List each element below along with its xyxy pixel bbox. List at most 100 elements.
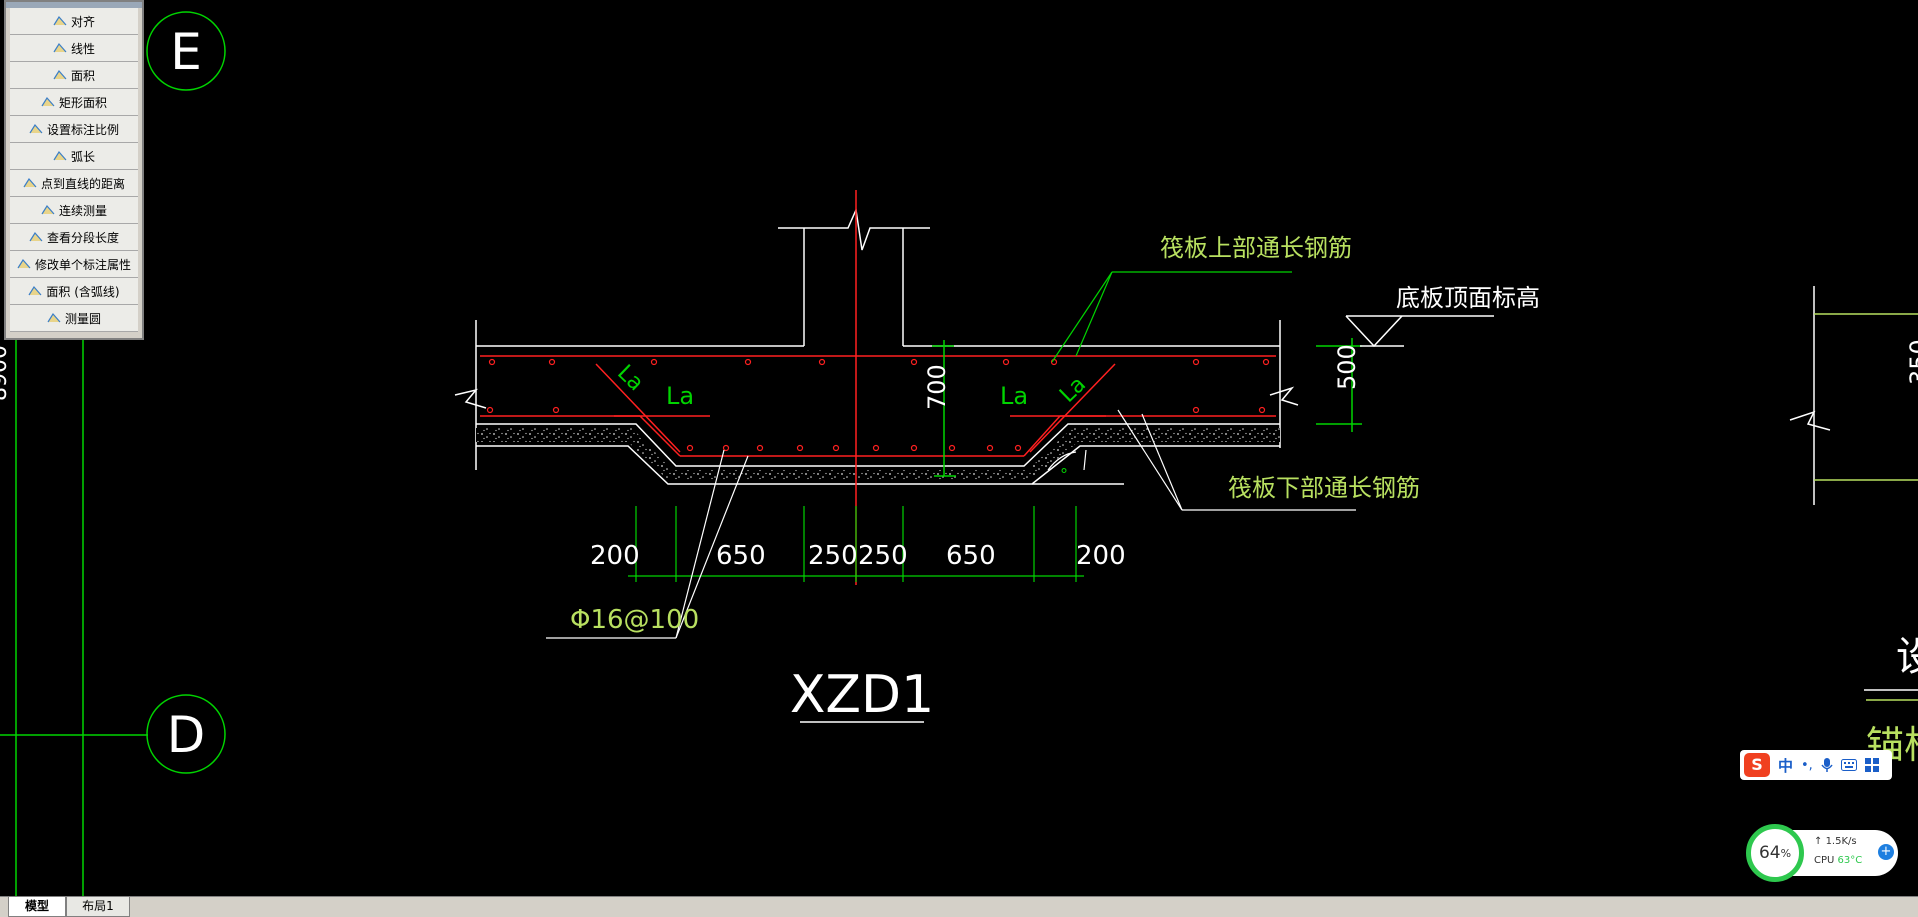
toolbar-item-2[interactable]: 线性 xyxy=(10,35,138,62)
memory-usage-ring[interactable]: 64% xyxy=(1746,824,1804,882)
performance-widget[interactable]: 64% ↑ 1.5K/s CPU 63°C + xyxy=(1746,824,1898,882)
scale-icon xyxy=(29,123,43,135)
rebar-note: Φ16@100 xyxy=(570,605,699,635)
left-dimension-text: 8900 xyxy=(0,345,12,401)
top-rebar-leader xyxy=(1051,271,1292,363)
cpu-temperature: 63°C xyxy=(1837,855,1863,866)
grid-bubble-d xyxy=(146,694,226,774)
network-speed: ↑ 1.5K/s xyxy=(1814,836,1857,847)
ime-language-toggle[interactable]: 中 xyxy=(1778,756,1794,775)
arc-length-icon xyxy=(53,150,67,162)
cpu-status: CPU 63°C xyxy=(1814,855,1862,866)
toolbar-item-6[interactable]: 弧长 xyxy=(10,143,138,170)
align-icon xyxy=(53,15,67,27)
toolbar-item-label: 连续测量 xyxy=(58,203,107,218)
elevation-symbol xyxy=(1345,315,1494,348)
dim-500 xyxy=(1316,338,1362,432)
slope-symbol xyxy=(1047,449,1087,471)
bottom-rebar-leader xyxy=(1117,409,1356,511)
dim-350-text: 350 xyxy=(1905,339,1918,385)
toolbar-item-label: 对齐 xyxy=(70,14,95,29)
top-rebar-label: 筏板上部通长钢筋 xyxy=(1160,234,1352,262)
tab-model[interactable]: 模型 xyxy=(8,897,66,917)
elevation-label: 底板顶面标高 xyxy=(1396,284,1540,312)
toolbar-item-label: 查看分段长度 xyxy=(46,230,119,245)
ime-toolbar: S 中 •, xyxy=(1740,750,1892,780)
right-detail xyxy=(1789,286,1918,701)
toolbar-item-7[interactable]: 点到直线的距离 xyxy=(10,170,138,197)
cad-drawing-canvas[interactable]: E D 8900 xyxy=(0,0,1918,896)
anchor-label-la-2: La xyxy=(666,382,694,410)
column-outline xyxy=(475,207,1281,470)
dim-text-1: 200 xyxy=(590,541,640,571)
tab-layout1[interactable]: 布局1 xyxy=(66,897,130,917)
dim-text-6: 200 xyxy=(1076,541,1126,571)
edit-annotation-icon xyxy=(17,258,31,270)
concrete-hatch xyxy=(476,428,1280,480)
ime-logo-icon[interactable]: S xyxy=(1744,753,1770,777)
toolbar-item-label: 修改单个标注属性 xyxy=(34,257,131,272)
section-title: XZD1 xyxy=(790,665,934,725)
segment-length-icon xyxy=(29,231,43,243)
toolbar-item-label: 测量圆 xyxy=(64,311,101,326)
toolbar-item-label: 面积 (含弧线) xyxy=(46,284,120,299)
rect-area-icon xyxy=(41,96,55,108)
plus-icon[interactable]: + xyxy=(1878,844,1894,860)
toolbar-item-1[interactable]: 对齐 xyxy=(10,8,138,35)
bottom-rebar-label: 筏板下部通长钢筋 xyxy=(1228,474,1420,502)
point-line-distance-icon xyxy=(23,177,37,189)
grid-label-d: D xyxy=(167,706,206,764)
anchor-label-la-3: La xyxy=(1000,382,1028,410)
toolbar-item-5[interactable]: 设置标注比例 xyxy=(10,116,138,143)
slab-bottom-outline xyxy=(476,423,1280,485)
ime-microphone-icon[interactable] xyxy=(1821,757,1833,773)
grid-axes xyxy=(0,11,226,896)
ime-keyboard-icon[interactable] xyxy=(1840,759,1857,771)
toolbar-item-label: 面积 xyxy=(70,68,95,83)
toolbar-item-12[interactable]: 测量圆 xyxy=(10,305,138,332)
network-speed-value: 1.5K/s xyxy=(1825,836,1857,847)
toolbar-item-label: 线性 xyxy=(70,41,95,56)
toolbar-item-10[interactable]: 修改单个标注属性 xyxy=(10,251,138,278)
usage-percent-unit: % xyxy=(1780,846,1792,860)
toolbar-item-3[interactable]: 面积 xyxy=(10,62,138,89)
dim-text-4: 250 xyxy=(858,541,908,571)
toolbar-item-4[interactable]: 矩形面积 xyxy=(10,89,138,116)
rebar-lines xyxy=(480,190,1276,585)
anchor-label-la-1: La xyxy=(612,360,648,396)
rebar-note-leader xyxy=(546,449,749,639)
cpu-label: CPU xyxy=(1814,855,1835,866)
right-partial-text-1: 设 xyxy=(1896,634,1918,680)
dim-depth xyxy=(932,340,956,477)
grid-label-e: E xyxy=(170,23,202,81)
toolbar-item-label: 矩形面积 xyxy=(58,95,107,110)
arc-area-icon xyxy=(28,285,42,297)
dim-depth-text: 700 xyxy=(923,364,951,410)
toolbar-item-label: 点到直线的距离 xyxy=(40,176,125,191)
ime-punctuation-icon[interactable]: •, xyxy=(1801,757,1813,773)
measure-toolbar: 对齐线性面积矩形面积设置标注比例弧长点到直线的距离连续测量查看分段长度修改单个标… xyxy=(4,0,144,340)
toolbar-item-8[interactable]: 连续测量 xyxy=(10,197,138,224)
toolbar-item-11[interactable]: 面积 (含弧线) xyxy=(10,278,138,305)
layout-tabbar: 模型 布局1 xyxy=(0,896,1918,917)
anchor-label-la-4: La xyxy=(1055,372,1091,408)
toolbar-titlebar[interactable] xyxy=(6,2,142,8)
rebar-dots xyxy=(486,358,1270,452)
usage-percent: 64 xyxy=(1758,843,1781,863)
slope-label: ° xyxy=(1060,465,1068,484)
dim-500-text: 500 xyxy=(1333,344,1361,390)
linear-icon xyxy=(53,42,67,54)
area-icon xyxy=(53,69,67,81)
dim-text-2: 650 xyxy=(716,541,766,571)
toolbar-item-label: 弧长 xyxy=(70,149,95,164)
dim-text-3: 250 xyxy=(808,541,858,571)
measure-circle-icon xyxy=(47,312,61,324)
continuous-measure-icon xyxy=(41,204,55,216)
ime-menu-grid-icon[interactable] xyxy=(1864,758,1879,772)
grid-bubble-e xyxy=(146,11,226,91)
dim-chain-bottom xyxy=(628,506,1084,582)
dim-text-5: 650 xyxy=(946,541,996,571)
toolbar-item-9[interactable]: 查看分段长度 xyxy=(10,224,138,251)
toolbar-item-label: 设置标注比例 xyxy=(46,122,119,137)
break-marks xyxy=(454,386,1299,409)
